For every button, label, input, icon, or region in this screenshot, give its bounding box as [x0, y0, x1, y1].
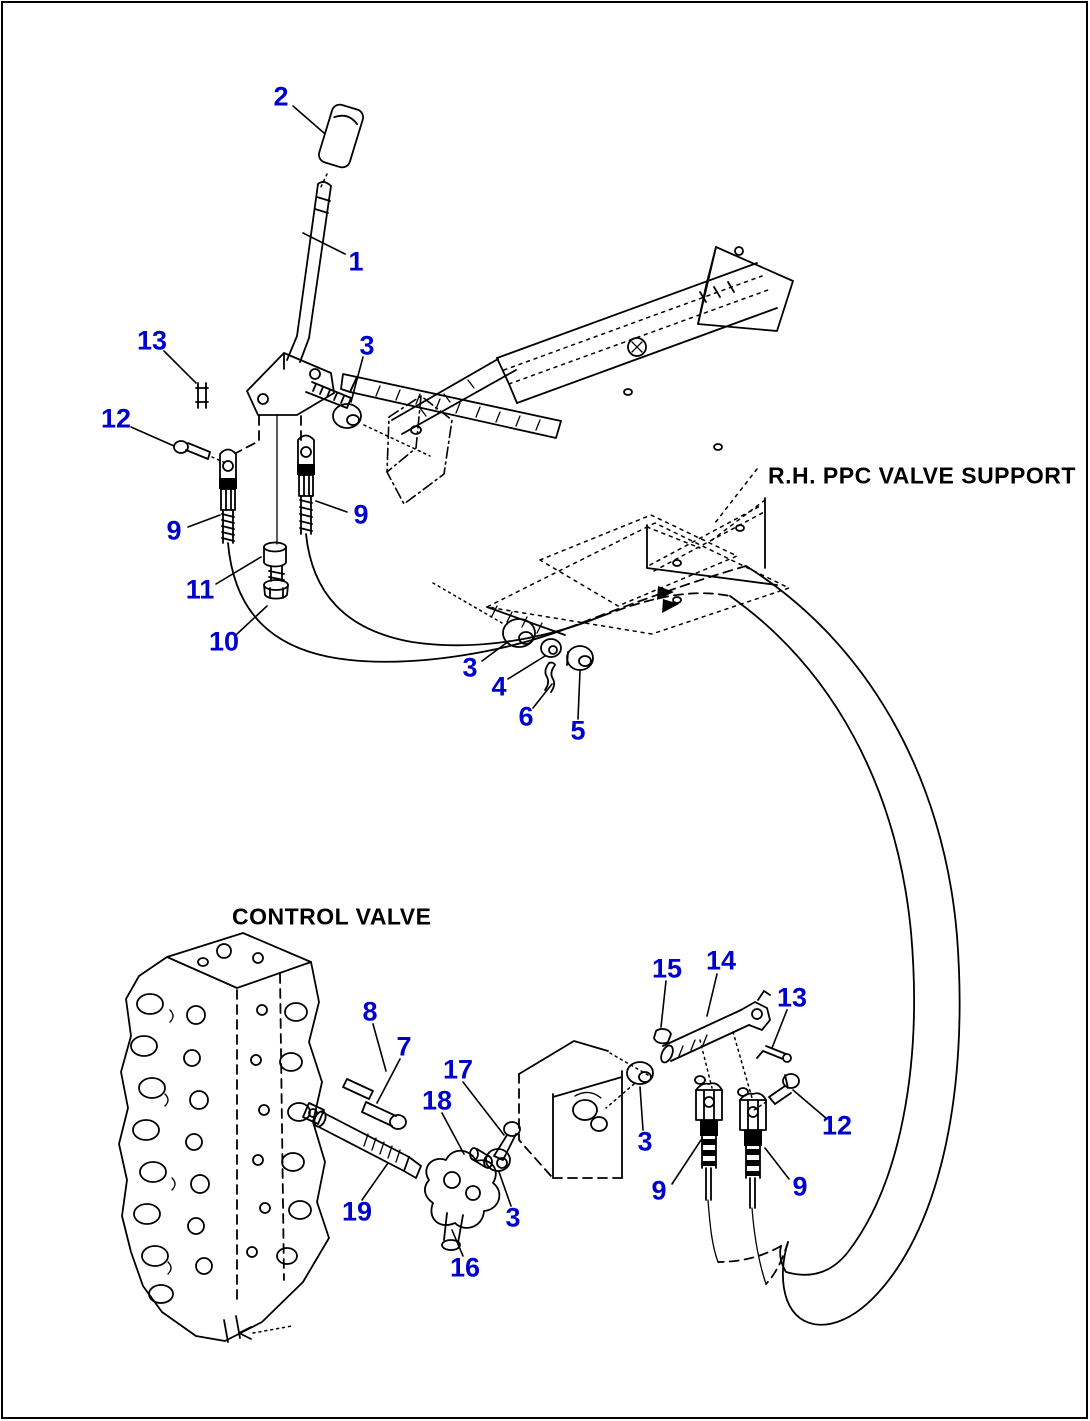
bushing-3-lower: [605, 1061, 654, 1109]
callout-14: 14: [705, 945, 737, 976]
nut-5: [566, 645, 594, 671]
lever-base-plate: [235, 352, 352, 545]
pin-15: [653, 1028, 672, 1045]
callout-3: 3: [637, 1126, 653, 1157]
bushing-3-mid: [432, 582, 536, 648]
lower-bracket: [518, 1040, 649, 1179]
bushing-3-crank: [485, 1148, 511, 1172]
callout-1: 1: [348, 246, 364, 277]
cable-end-9-upper-right: [297, 434, 315, 535]
leader-line-19: [361, 1162, 389, 1201]
leader-line-6: [532, 683, 553, 709]
leader-line-3: [481, 640, 510, 662]
leader-line-18: [441, 1112, 465, 1155]
leader-line-9: [764, 1147, 790, 1180]
leader-line-3: [350, 356, 364, 403]
shaft-14: [660, 990, 771, 1099]
callout-9: 9: [651, 1175, 667, 1206]
key-8: [342, 1078, 374, 1100]
bolt-12-lower: [753, 1073, 800, 1111]
label-control-valve: CONTROL VALVE: [232, 903, 432, 930]
leader-line-17: [462, 1081, 505, 1136]
leader-line-3: [639, 1086, 644, 1131]
leader-line-3: [498, 1171, 512, 1207]
leader-line-1: [302, 232, 346, 255]
cable-end-9-lower-left: [694, 1075, 723, 1263]
callout-13: 13: [776, 982, 808, 1013]
leader-lines: [130, 105, 828, 1257]
leader-line-16: [451, 1229, 464, 1257]
leader-line-4: [507, 655, 546, 680]
callout-4: 4: [491, 671, 507, 702]
bushing-3-upper: [332, 403, 431, 457]
leader-line-13: [771, 1009, 788, 1049]
leader-line-9: [315, 500, 348, 513]
callout-3: 3: [462, 652, 478, 683]
lever-knob: [318, 103, 364, 190]
leader-line-8: [372, 1023, 387, 1072]
callout-7: 7: [396, 1031, 412, 1062]
cotter-13-lower: [756, 1045, 792, 1063]
callout-5: 5: [570, 715, 586, 746]
label-rh-ppc-valve-support: R.H. PPC VALVE SUPPORT: [768, 462, 1076, 489]
callout-19: 19: [341, 1196, 373, 1227]
callout-6: 6: [518, 701, 534, 732]
leader-line-5: [577, 670, 581, 720]
leader-line-11: [215, 556, 262, 585]
leader-line-7: [376, 1058, 401, 1104]
control-cables: [227, 533, 961, 1326]
callout-13: 13: [136, 325, 168, 356]
leader-line-14: [706, 973, 718, 1017]
spacer-11: [263, 541, 287, 568]
leader-line-12: [792, 1089, 828, 1120]
control-lever: [286, 181, 332, 363]
ppc-valve-support-bracket: [340, 246, 794, 636]
callout-8: 8: [362, 996, 378, 1027]
callout-3: 3: [505, 1202, 521, 1233]
callout-18: 18: [421, 1085, 453, 1116]
callout-12: 12: [100, 403, 132, 434]
callout-9: 9: [166, 515, 182, 546]
callout-16: 16: [449, 1252, 481, 1283]
callout-15: 15: [651, 953, 683, 984]
cable-end-9-lower-right: [737, 1087, 767, 1285]
callout-11: 11: [185, 574, 215, 605]
leader-line-9: [187, 514, 221, 528]
cotter-pin-6: [544, 661, 556, 693]
callout-12: 12: [821, 1110, 853, 1141]
cable-end-9-upper-left: [219, 448, 237, 544]
leader-line-12: [130, 426, 175, 447]
pin-13-upper: [195, 382, 209, 409]
bell-crank-16: [424, 1149, 501, 1251]
washer-4: [540, 638, 562, 658]
callout-3: 3: [359, 330, 375, 361]
joint-17: [493, 1121, 521, 1161]
callout-9: 9: [353, 499, 369, 530]
callout-17: 17: [442, 1054, 474, 1085]
rod-19: [302, 1102, 422, 1179]
leader-line-10: [236, 605, 268, 635]
control-valve-block: [118, 932, 330, 1343]
leader-line-2: [292, 105, 325, 134]
callout-10: 10: [208, 626, 240, 657]
callout-2: 2: [273, 81, 289, 112]
callout-9: 9: [792, 1171, 808, 1202]
leader-line-15: [660, 980, 667, 1028]
leader-line-9: [671, 1139, 702, 1185]
leader-line-13: [163, 350, 197, 384]
link-7: [361, 1101, 407, 1130]
bolt-10: [263, 565, 289, 600]
